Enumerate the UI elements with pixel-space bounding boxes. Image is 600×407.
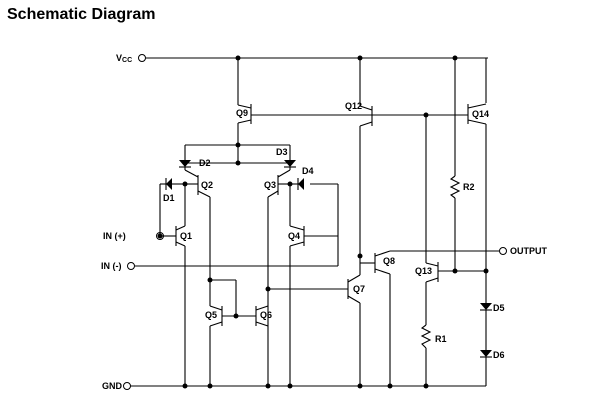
svg-text:Q8: Q8 [383, 256, 395, 266]
svg-text:Q9: Q9 [236, 108, 248, 118]
in-minus-label: IN (-) [101, 261, 122, 271]
in-minus-terminal [127, 262, 135, 270]
transistor-q7: Q7 [268, 256, 365, 386]
transistor-q13: Q13 [415, 115, 486, 325]
svg-text:D1: D1 [163, 193, 175, 203]
transistor-q3: Q3 [264, 169, 291, 386]
svg-text:Q1: Q1 [180, 231, 192, 241]
svg-text:Q12: Q12 [345, 101, 362, 111]
transistor-q1: Q1 [160, 184, 192, 386]
svg-text:R2: R2 [463, 182, 475, 192]
svg-text:Q13: Q13 [415, 266, 432, 276]
gnd-terminal [123, 382, 131, 390]
diode-d6: D6 [480, 350, 505, 386]
svg-text:D4: D4 [302, 166, 314, 176]
svg-text:Q14: Q14 [472, 109, 489, 119]
svg-text:R1: R1 [435, 334, 447, 344]
transistor-q9: Q9 [236, 58, 372, 145]
diode-d2: D2 [179, 158, 211, 170]
svg-text:D3: D3 [276, 147, 288, 157]
page-title: Schematic Diagram [7, 6, 156, 23]
svg-text:Q4: Q4 [288, 231, 300, 241]
diode-d5: D5 [480, 271, 505, 350]
svg-text:Q6: Q6 [260, 310, 272, 320]
transistor-q14: Q14 [467, 58, 489, 271]
transistor-q4: Q4 [288, 184, 338, 386]
resistor-r1: R1 [420, 324, 447, 386]
junction-dots [157, 55, 489, 389]
gnd-label: GND [102, 381, 123, 391]
svg-text:D5: D5 [493, 303, 505, 313]
output-label: OUTPUT [510, 246, 548, 256]
output-terminal [499, 247, 507, 255]
transistor-q8: Q8 [360, 250, 499, 386]
transistor-q12: Q12 [345, 58, 468, 256]
svg-text:D6: D6 [493, 350, 505, 360]
svg-text:Q7: Q7 [353, 284, 365, 294]
svg-text:Q3: Q3 [264, 180, 276, 190]
in-minus-wire [135, 236, 339, 267]
resistor-r2: R2 [449, 58, 475, 271]
transistor-q6: Q6 [255, 305, 272, 327]
vcc-terminal [138, 54, 146, 62]
diode-d4: D4 [290, 166, 339, 236]
in-plus-label: IN (+) [103, 231, 126, 241]
diode-d3: D3 [276, 147, 296, 170]
transistor-q5: Q5 [205, 279, 256, 386]
svg-text:Q2: Q2 [201, 180, 213, 190]
diode-d1: D1 [159, 178, 175, 236]
svg-text:Q5: Q5 [205, 310, 217, 320]
vcc-label: VCC [116, 53, 132, 64]
